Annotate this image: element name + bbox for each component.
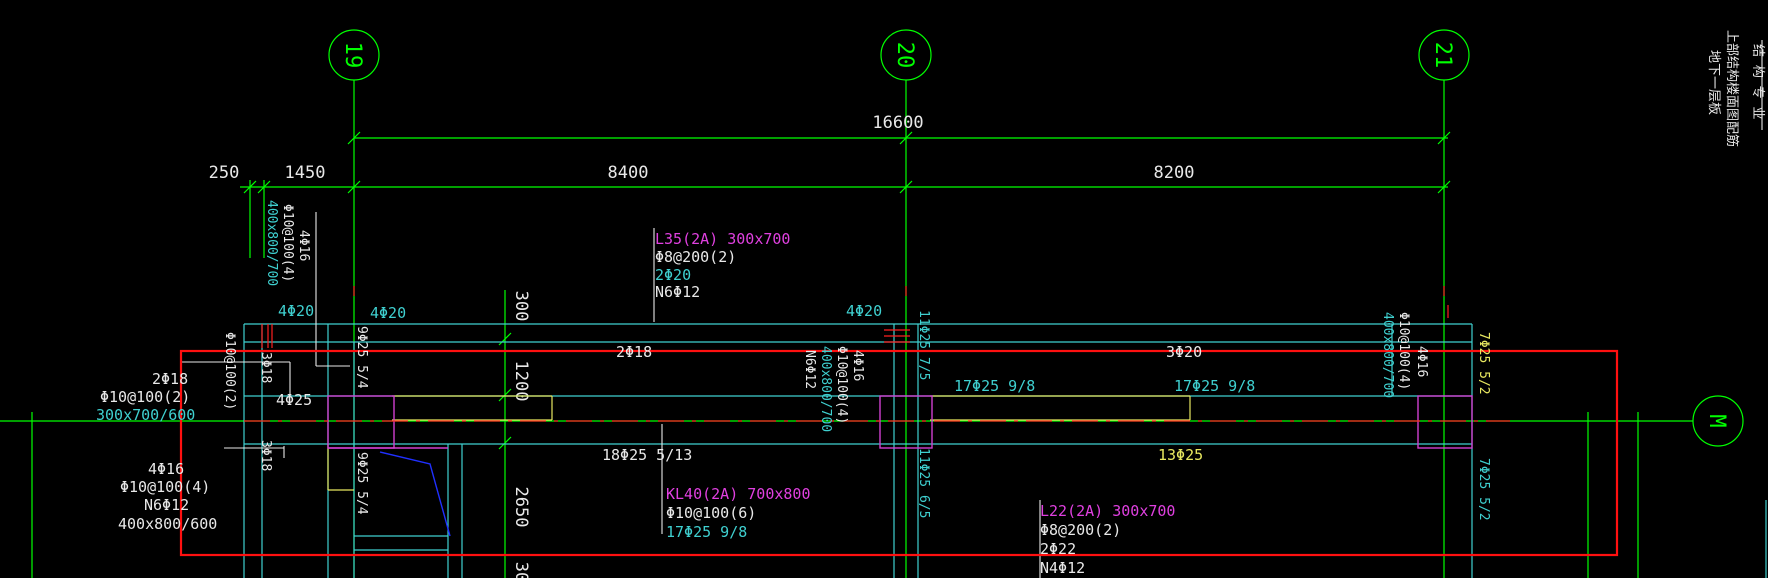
title-floor: 地下一层板 (1706, 50, 1721, 115)
v-left-f: 3Φ18 (258, 440, 273, 471)
kl40-name[interactable]: KL40(2A) 700x800 (666, 485, 811, 503)
yellow-bars (327, 395, 1191, 491)
axis-19[interactable]: 19 (328, 29, 380, 81)
v-9phi25-b: 9Φ25 5/4 (354, 452, 369, 515)
axis-label-M: M (1704, 414, 1729, 427)
v-11phi25-b: 11Φ25 6/5 (916, 448, 931, 518)
rebar-4phi20-a: 4Φ20 (278, 302, 314, 320)
l22-stirrup: Φ8@200(2) (1040, 521, 1121, 539)
left-col-size-b: 400x800/600 (118, 515, 217, 533)
rebar-2phi18-a: 2Φ18 (616, 343, 652, 361)
blue-stair (379, 451, 451, 537)
rebar-4phi25: 4Φ25 (276, 391, 312, 409)
axis-label-20: 20 (892, 42, 917, 69)
column-outlines (327, 395, 1473, 449)
v-mid-a: N6Φ12 (802, 350, 817, 389)
l22-side-bars: N4Φ12 (1040, 559, 1085, 577)
l35-stirrup: Φ8@200(2) (655, 248, 736, 266)
v-7phi25-a: 7Φ25 5/2 (1476, 332, 1491, 395)
dim-total: 16600 (872, 113, 923, 133)
dim-1200: 1200 (511, 361, 531, 402)
dim-2650: 2650 (511, 487, 531, 528)
left-col-stirrup-a: Φ10@100(2) (100, 388, 190, 406)
left-col-bars-b: 4Φ16 (148, 460, 184, 478)
v-7phi25-b: 7Φ25 5/2 (1476, 458, 1491, 521)
left-col-size-a: 300x700/600 (96, 406, 195, 424)
v-right-c: 4Φ16 (1414, 346, 1429, 377)
axis-20[interactable]: 20 (880, 29, 932, 81)
left-col-stirrup-b: Φ10@100(4) (120, 478, 210, 496)
v-left-d: Φ10@100(2) (222, 332, 237, 410)
v-right-a: 400x800/700 (1380, 312, 1395, 398)
v-mid-c: Φ10@100(4) (834, 346, 849, 424)
selection-rectangle[interactable] (179, 349, 1619, 557)
v-left-b: 400x800/700 (264, 200, 279, 286)
title-block: 结 构 专 业 上部结构楼面图配筋 地下一层板 (1706, 30, 1765, 147)
rebar-4phi20-c: 4Φ20 (846, 302, 882, 320)
v-9phi25-a: 9Φ25 5/4 (354, 326, 369, 389)
v-mid-d: 4Φ16 (850, 350, 865, 381)
leader-lines (180, 212, 1041, 578)
rebar-17phi25-b: 17Φ25 9/8 (1174, 377, 1255, 395)
red-marks (261, 286, 1449, 348)
kl40-top-bars: 17Φ25 9/8 (666, 523, 747, 541)
axis-M[interactable]: M (1692, 395, 1744, 447)
l35-name[interactable]: L35(2A) 300x700 (655, 230, 790, 248)
rebar-13phi25: 13Φ25 (1158, 446, 1203, 464)
title-drawing-name: 上部结构楼面图配筋 (1724, 30, 1740, 147)
dim-8200: 8200 (1154, 163, 1195, 183)
left-col-side-b: N6Φ12 (144, 496, 189, 514)
axis-label-19: 19 (340, 42, 365, 69)
v-right-b: Φ10@100(4) (1396, 312, 1411, 390)
v-left-a: Φ10@100(4) (280, 204, 295, 282)
axis-label-21: 21 (1430, 42, 1455, 69)
rebar-4phi20-b: 4Φ20 (370, 304, 406, 322)
rebar-3phi20: 3Φ20 (1166, 343, 1202, 361)
kl40-stirrup: Φ10@100(6) (666, 504, 756, 522)
v-mid-b: 400x800/700 (818, 346, 833, 432)
v-11phi25-a: 11Φ25 7/5 (916, 310, 931, 380)
rebar-2phi18-b: 2Φ18 (152, 370, 188, 388)
l35-top-bars: 2Φ20 (655, 266, 691, 284)
dim-1450: 1450 (285, 163, 326, 183)
dim-300: 300 (511, 291, 531, 322)
dim-8400: 8400 (608, 163, 649, 183)
l22-name[interactable]: L22(2A) 300x700 (1040, 502, 1175, 520)
dim-250: 250 (209, 163, 240, 183)
dimension-lines (240, 131, 1451, 578)
rebar-18phi25: 18Φ25 5/13 (602, 446, 692, 464)
l22-top-bars: 2Φ22 (1040, 540, 1076, 558)
axis-21[interactable]: 21 (1418, 29, 1470, 81)
v-left-e: 3Φ18 (258, 352, 273, 383)
grid-lines (0, 80, 1693, 578)
l35-side-bars: N6Φ12 (655, 283, 700, 301)
rebar-17phi25-a: 17Φ25 9/8 (954, 377, 1035, 395)
title-discipline: 结 构 专 业 (1750, 44, 1765, 119)
v-left-c: 4Φ16 (296, 230, 311, 261)
dim-30: 30 (511, 562, 531, 578)
